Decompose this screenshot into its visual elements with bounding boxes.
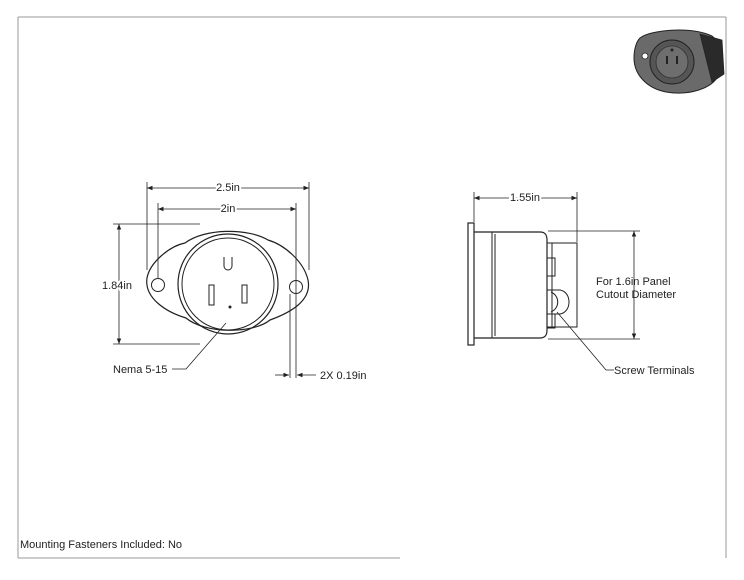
dim-height: 1.84in [102, 280, 132, 292]
fasteners-note: Mounting Fasteners Included: No [20, 539, 183, 551]
label-receptacle: Nema 5-15 [113, 364, 167, 376]
receptacle-outer [177, 233, 279, 335]
terminal-top [546, 257, 556, 277]
label-screw-terminals: Screw Terminals [614, 365, 695, 377]
front-view [146, 230, 310, 335]
flange-outline [146, 230, 310, 331]
note-panel-line2: Cutout Diameter [596, 289, 676, 301]
blade-slot-right [241, 284, 248, 304]
side-view [467, 222, 578, 346]
mounting-hole-left [151, 278, 165, 292]
note-panel-line1: For 1.6in Panel [596, 276, 671, 288]
blade-slot-left [208, 284, 215, 306]
side-flange [467, 222, 475, 346]
dim-depth: 1.55in [510, 192, 540, 204]
product-thumbnail [633, 29, 725, 94]
side-rear-housing [546, 242, 578, 328]
dim-width-inner: 2in [221, 203, 236, 215]
ground-slot [223, 257, 233, 271]
side-dimensions [473, 192, 640, 371]
sheet-border [17, 16, 727, 559]
dim-hole: 2X 0.19in [320, 370, 366, 382]
terminal-screw [546, 289, 570, 315]
receptacle-inner [181, 237, 275, 331]
front-dimensions [113, 182, 316, 378]
terminal-bottom [546, 313, 556, 329]
dim-width-overall: 2.5in [216, 182, 240, 194]
side-body [474, 231, 548, 339]
